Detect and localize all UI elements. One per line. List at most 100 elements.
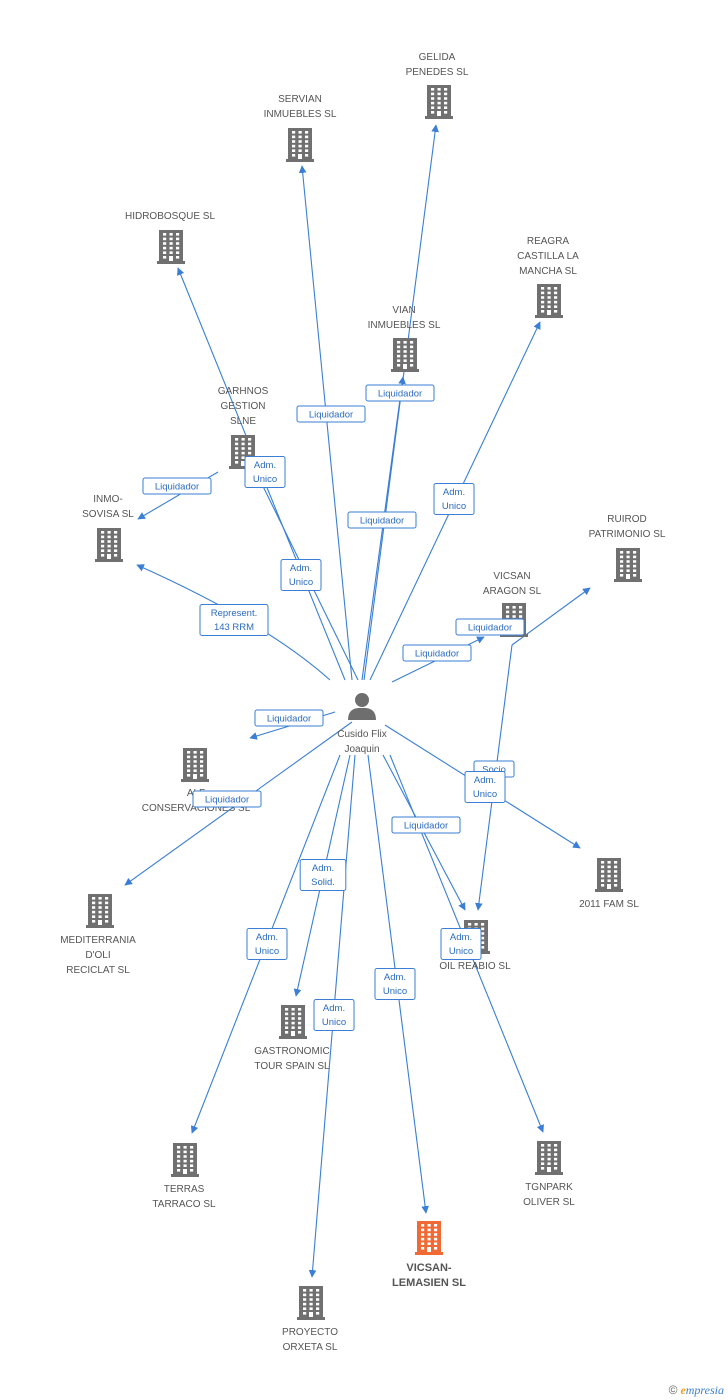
company-label-line: VIAN — [392, 305, 415, 316]
company-label-line: SOVISA SL — [82, 509, 134, 520]
company-building-icon[interactable] — [425, 85, 453, 119]
person-icon[interactable] — [348, 693, 376, 720]
company-label-line: HIDROBOSQUE SL — [125, 211, 215, 222]
edge-role-label[interactable]: Adm. Unico — [313, 999, 355, 1031]
company-label-line: PROYECTO — [282, 1327, 338, 1338]
svg-text:Adm.Unico: Adm. Unico — [253, 460, 277, 485]
svg-text:Adm.Unico: Adm.Unico — [383, 972, 407, 997]
edge-role-label[interactable]: Liquidador — [455, 618, 525, 636]
copyright-symbol: © — [668, 1383, 678, 1397]
company-label[interactable]: HIDROBOSQUE SL — [125, 211, 215, 222]
svg-text:Liquidador: Liquidador — [378, 389, 422, 400]
company-building-icon[interactable] — [171, 1143, 199, 1177]
company-label[interactable]: VIAN INMUEBLES SL — [368, 305, 441, 331]
company-label[interactable]: TERRAS TARRACO SL — [152, 1184, 216, 1210]
edge-role-label[interactable]: Adm.Solid. — [299, 859, 347, 891]
company-building-icon[interactable] — [86, 894, 114, 928]
svg-text:Socio: Socio — [482, 765, 506, 776]
company-label[interactable]: OIL REABIO SL — [439, 961, 511, 972]
edge-role-label[interactable]: Liquidador — [192, 790, 262, 808]
svg-text:Liquidador: Liquidador — [415, 649, 459, 660]
edge-role-label[interactable]: Adm.Unico — [246, 928, 288, 960]
company-building-icon[interactable] — [535, 284, 563, 318]
edge-role-label[interactable]: Represent. 143 RRM — [199, 604, 269, 636]
edge-role-label[interactable]: Adm. Unico — [244, 456, 286, 488]
company-label[interactable]: 2011 FAM SL — [579, 899, 639, 910]
company-label-line: GASTRONOMIC — [254, 1046, 330, 1057]
company-label-line: TOUR SPAIN SL — [254, 1061, 330, 1072]
company-label[interactable]: VICSAN-LEMASIEN SL — [392, 1262, 466, 1289]
edge-role-text: Unico — [253, 474, 277, 485]
company-label[interactable]: VICSAN ARAGON SL — [483, 571, 542, 597]
edge-role-label[interactable]: Adm.Unico — [464, 771, 506, 803]
company-building-icon[interactable] — [535, 1141, 563, 1175]
edge-role-text: Adm. — [474, 775, 496, 786]
company-label-line: TARRACO SL — [152, 1199, 216, 1210]
company-label-line: PATRIMONIO SL — [589, 529, 666, 540]
edge-role-text: Adm. — [254, 460, 276, 471]
company-label-line: OLIVER SL — [523, 1197, 575, 1208]
company-label-line: VICSAN — [493, 571, 530, 582]
company-label-line: SERVIAN — [278, 94, 322, 105]
edge-role-text: Socio — [482, 765, 506, 776]
company-label-line: D'OLI — [85, 950, 110, 961]
brand-logo-text: mpresia — [685, 1383, 724, 1397]
svg-text:Represent.143 RRM: Represent. 143 RRM — [211, 608, 257, 633]
edge-role-text: Liquidador — [360, 516, 404, 527]
edge-role-text: Unico — [442, 501, 466, 512]
edge-role-label[interactable]: Adm.Unico — [280, 559, 322, 591]
company-label[interactable]: INMO-SOVISA SL — [82, 494, 134, 520]
edge-role-label[interactable]: Liquidador — [296, 405, 366, 423]
edge-role-label[interactable]: Liquidador — [391, 816, 461, 834]
company-label-line: TERRAS — [164, 1184, 205, 1195]
edge-role-text: Represent. — [211, 608, 257, 619]
edge-role-label[interactable]: Liquidador — [254, 709, 324, 727]
edge-role-text: Unico — [449, 946, 473, 957]
edge-role-label[interactable]: Liquidador — [402, 644, 472, 662]
company-label-line: INMUEBLES SL — [368, 320, 441, 331]
edge-role-text: Adm. — [323, 1003, 345, 1014]
edge-labels-layer: LiquidadorLiquidadorLiquidadorAdm.UnicoL… — [142, 384, 525, 1031]
company-building-icon[interactable] — [391, 338, 419, 372]
company-building-icon[interactable] — [415, 1221, 443, 1255]
company-label-line: GESTION — [220, 401, 265, 412]
svg-text:Adm.Unico: Adm.Unico — [449, 932, 473, 957]
svg-text:Adm.Unico: Adm.Unico — [473, 775, 497, 800]
edge-role-label[interactable]: Adm.Unico — [374, 968, 416, 1000]
edge-role-label[interactable]: Adm.Unico — [440, 928, 482, 960]
company-label-line: ARAGON SL — [483, 586, 542, 597]
edge-role-label[interactable]: Liquidador — [347, 511, 417, 529]
company-label-line: CASTILLA LA — [517, 251, 579, 262]
company-building-icon[interactable] — [614, 548, 642, 582]
company-building-icon[interactable] — [95, 528, 123, 562]
svg-text:Liquidador: Liquidador — [309, 410, 353, 421]
edge-role-text: 143 RRM — [214, 622, 254, 633]
company-label-line: 2011 FAM SL — [579, 899, 639, 910]
edge-role-text: Liquidador — [468, 623, 512, 634]
edge-role-label[interactable]: Liquidador — [365, 384, 435, 402]
company-building-icon[interactable] — [181, 748, 209, 782]
company-building-icon[interactable] — [279, 1005, 307, 1039]
edge-role-text: Unico — [322, 1017, 346, 1028]
edge-role-text: Liquidador — [404, 821, 448, 832]
company-building-icon[interactable] — [595, 858, 623, 892]
edge-role-text: Liquidador — [155, 482, 199, 493]
company-building-icon[interactable] — [286, 128, 314, 162]
company-building-icon[interactable] — [157, 230, 185, 264]
brand-logo-e: e — [680, 1383, 686, 1397]
company-label[interactable]: GASTRONOMIC TOUR SPAIN SL — [254, 1046, 330, 1072]
company-building-icon[interactable] — [297, 1286, 325, 1320]
company-label-line: RECICLAT SL — [66, 965, 130, 976]
edge-role-label[interactable]: Adm.Unico — [433, 483, 475, 515]
edge-role-label[interactable]: Liquidador — [142, 477, 212, 495]
